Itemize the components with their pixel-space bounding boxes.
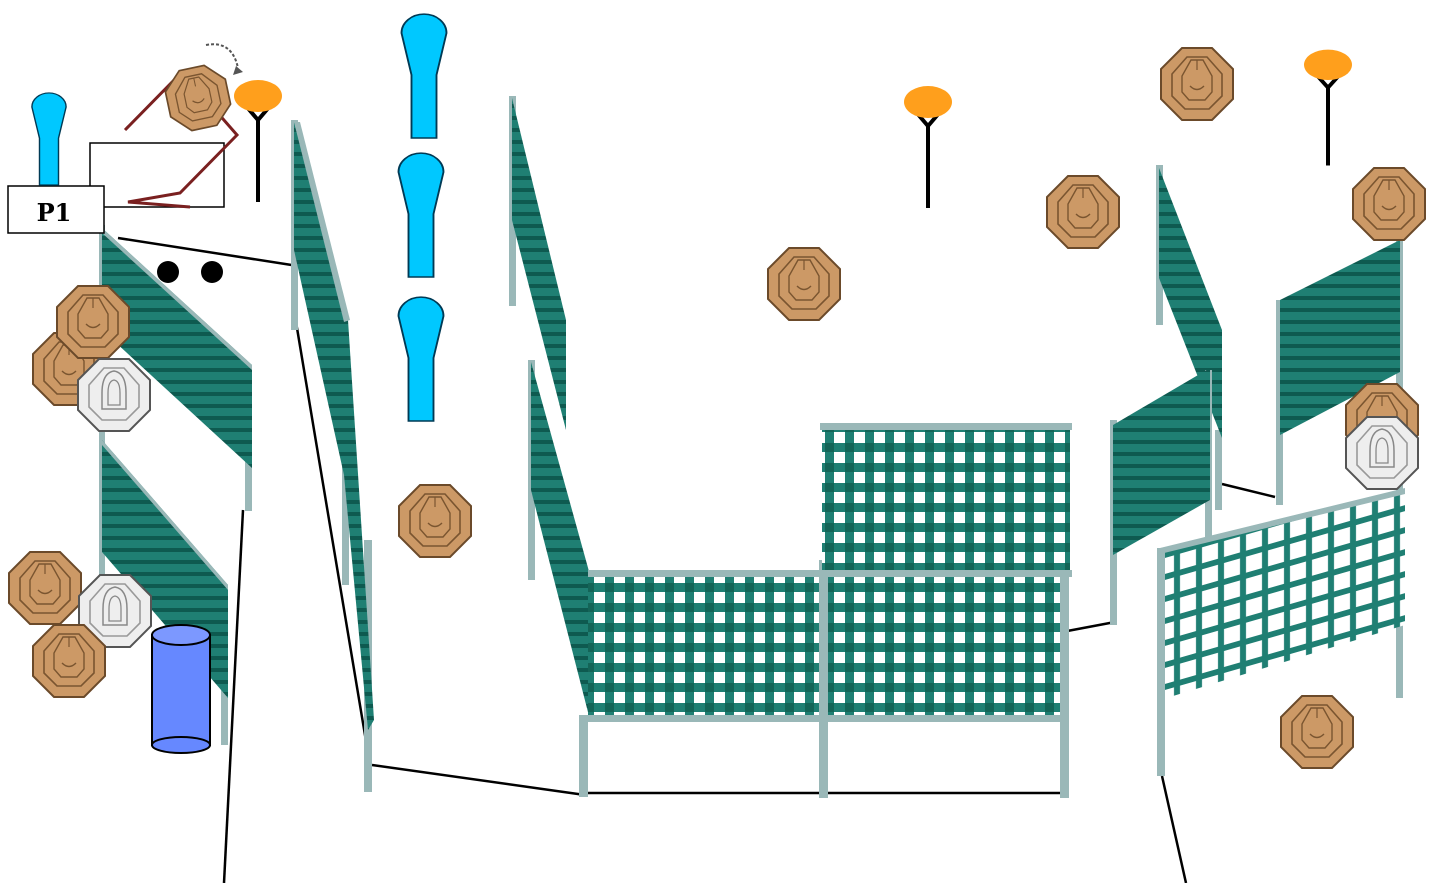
no-shoot-right [1345, 416, 1419, 490]
steel-popper-1 [232, 78, 284, 204]
target-center-mid [767, 247, 841, 321]
target-left-2 [56, 285, 130, 359]
target-right-2 [1160, 47, 1234, 121]
wall-grid-high [820, 423, 1072, 577]
target-left-4 [32, 624, 106, 698]
start-label-box [7, 185, 105, 234]
start-label: P1 [37, 198, 72, 227]
target-right-3 [1352, 167, 1426, 241]
steel-popper-2 [902, 84, 954, 210]
shooter-position-2 [397, 152, 445, 278]
target-right-1 [1046, 175, 1120, 249]
swinging-target [123, 43, 243, 209]
target-left-3 [8, 551, 82, 625]
fault-lines [117, 236, 1276, 883]
target-right-5 [1280, 695, 1354, 769]
target-center-low [398, 484, 472, 558]
wall-near-start [291, 120, 374, 792]
fault-markers [157, 261, 223, 283]
wall-right-inner [1110, 368, 1212, 625]
shooter-position-start [31, 92, 67, 186]
wall-mid-lower [528, 360, 590, 797]
shooter-position-1 [400, 13, 448, 139]
wall-right-front-grid [1157, 488, 1405, 776]
steel-popper-3 [1302, 47, 1354, 168]
barrel-icon [151, 624, 211, 754]
shooter-position-3 [397, 296, 445, 422]
wall-mid-upper [509, 96, 566, 430]
wall-grid-low [588, 560, 1069, 798]
no-shoot-left-1 [77, 358, 151, 432]
